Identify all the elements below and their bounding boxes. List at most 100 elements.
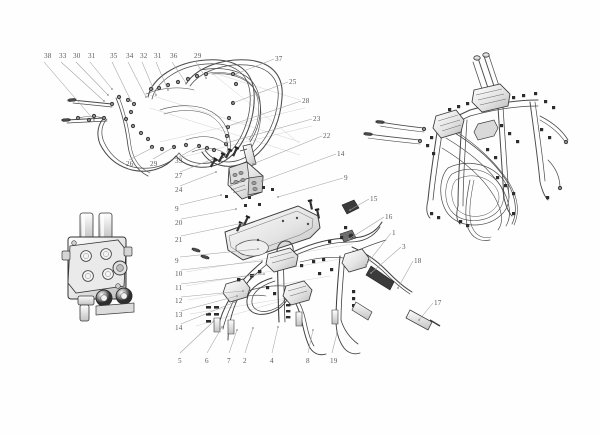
callout-label-36[interactable]: 36 (170, 52, 178, 60)
leader-line-14 (261, 153, 337, 182)
callout-label-11[interactable]: 11 (175, 284, 183, 292)
leader-line-39 (178, 145, 200, 158)
callout-label-5[interactable]: 5 (178, 357, 182, 365)
callout-label-35[interactable]: 35 (110, 52, 118, 60)
leader-endpoint-38 (93, 119, 95, 121)
callout-label-9[interactable]: 9 (175, 257, 179, 265)
leader-line-22 (252, 135, 323, 165)
callout-label-37[interactable]: 37 (275, 55, 283, 63)
leader-line-34 (127, 61, 147, 98)
leader-line-5 (179, 320, 215, 354)
callout-label-29[interactable]: 29 (150, 160, 158, 168)
callout-label-14[interactable]: 14 (175, 324, 183, 332)
leader-line-9 (179, 248, 259, 258)
leader-line-8 (307, 329, 314, 354)
callout-label-29[interactable]: 29 (194, 52, 202, 60)
leader-line-37 (235, 58, 275, 75)
callout-label-39[interactable]: 39 (175, 157, 183, 165)
leader-line-31 (155, 61, 169, 91)
leader-endpoint-12 (242, 290, 244, 292)
callout-label-17[interactable]: 17 (434, 299, 442, 307)
callout-label-4[interactable]: 4 (270, 357, 274, 365)
callout-label-12[interactable]: 12 (175, 297, 183, 305)
lower-fittings (191, 226, 373, 335)
leader-endpoint-6 (221, 326, 223, 328)
leader-endpoint-14 (261, 180, 263, 182)
left-frame-hose-bundle (65, 59, 313, 177)
callout-label-21[interactable]: 21 (175, 236, 183, 244)
callout-label-26[interactable]: 26 (126, 160, 134, 168)
leader-line-21 (180, 222, 244, 237)
callout-label-3[interactable]: 3 (402, 243, 406, 251)
callout-label-18[interactable]: 18 (414, 257, 422, 265)
leader-line-7 (228, 329, 238, 354)
callout-label-27[interactable]: 27 (175, 172, 183, 180)
leader-endpoint-17 (418, 319, 420, 321)
callout-label-31[interactable]: 31 (88, 52, 96, 60)
callout-label-13[interactable]: 13 (175, 311, 183, 319)
leader-line-13 (180, 295, 238, 312)
leader-line-9 (179, 194, 222, 206)
leader-endpoint-39 (198, 145, 200, 147)
leader-line-36 (171, 61, 187, 84)
leader-endpoint-24 (215, 171, 217, 173)
callout-label-28[interactable]: 28 (302, 97, 310, 105)
leader-endpoint-15 (349, 209, 351, 211)
callout-label-15[interactable]: 15 (370, 195, 378, 203)
callout-label-25[interactable]: 25 (289, 78, 297, 86)
callout-label-30[interactable]: 30 (73, 52, 81, 60)
leader-line-12 (180, 290, 244, 298)
leader-endpoint-27 (212, 158, 214, 160)
callout-label-9[interactable]: 9 (175, 205, 179, 213)
callout-label-16[interactable]: 16 (385, 213, 393, 221)
callout-label-8[interactable]: 8 (306, 357, 310, 365)
callout-label-14[interactable]: 14 (337, 150, 345, 158)
leader-line-24 (179, 171, 217, 187)
leader-endpoint-20 (235, 208, 237, 210)
leader-endpoint-10 (261, 260, 263, 262)
callout-label-7[interactable]: 7 (227, 357, 231, 365)
right-assembly-fittings (363, 83, 569, 228)
leader-line-4 (271, 326, 279, 354)
leader-endpoint-26 (151, 147, 153, 149)
callout-label-38[interactable]: 38 (44, 52, 52, 60)
leader-endpoint-23 (225, 142, 227, 144)
leader-endpoint-13 (236, 295, 238, 297)
callout-label-31[interactable]: 31 (154, 52, 162, 60)
callout-label-10[interactable]: 10 (175, 270, 183, 278)
leader-endpoint-31 (167, 89, 169, 91)
leader-endpoint-2 (252, 327, 254, 329)
leader-endpoint-8 (312, 329, 314, 331)
callout-label-32[interactable]: 32 (140, 52, 148, 60)
callout-label-22[interactable]: 22 (323, 132, 331, 140)
leader-endpoint-16 (348, 238, 350, 240)
leader-line-25 (232, 81, 289, 104)
callout-label-20[interactable]: 20 (175, 219, 183, 227)
leader-line-38 (43, 61, 95, 121)
right-assembly-view (367, 52, 569, 241)
callout-label-6[interactable]: 6 (205, 357, 209, 365)
leader-line-10 (180, 260, 263, 271)
callout-label-9[interactable]: 9 (344, 174, 348, 182)
leader-line-14 (180, 301, 236, 325)
leader-line-11 (180, 273, 265, 285)
leader-line-16 (348, 216, 385, 240)
callout-label-34[interactable]: 34 (126, 52, 134, 60)
leader-line-6 (206, 326, 223, 354)
leader-line-1 (365, 232, 392, 266)
callout-label-2[interactable]: 2 (243, 357, 247, 365)
callout-label-19[interactable]: 19 (330, 357, 338, 365)
leader-line-23 (225, 118, 313, 144)
leader-endpoint-36 (185, 82, 187, 84)
leader-endpoint-5 (213, 320, 215, 322)
callout-label-1[interactable]: 1 (392, 229, 396, 237)
leader-endpoint-28 (227, 125, 229, 127)
leader-line-30 (75, 61, 109, 96)
callout-label-33[interactable]: 33 (59, 52, 67, 60)
leader-line-18 (397, 260, 414, 289)
callout-label-23[interactable]: 23 (313, 115, 321, 123)
callout-label-24[interactable]: 24 (175, 186, 183, 194)
lower-junction-blocks (222, 199, 441, 331)
leader-endpoint-37 (235, 73, 237, 75)
